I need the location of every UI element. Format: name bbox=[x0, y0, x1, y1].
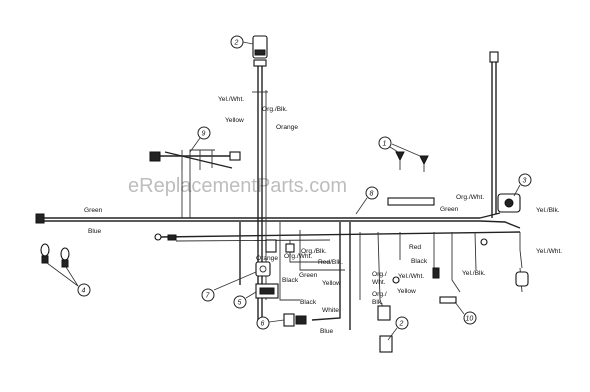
wire-label: Org./Blk. bbox=[301, 248, 327, 255]
bolts bbox=[395, 151, 429, 172]
callout-2-top: 2 bbox=[230, 35, 254, 49]
callout-number: 5 bbox=[238, 300, 242, 307]
center-connector bbox=[265, 239, 295, 253]
wire-labels: Yel./Wht. Org./Blk. Yellow Orange Green … bbox=[84, 96, 562, 335]
wire-label: Orange bbox=[276, 124, 298, 131]
bulbs bbox=[40, 243, 70, 268]
plug-left bbox=[154, 233, 177, 241]
left-end-connector bbox=[35, 213, 45, 224]
wire-label: Black bbox=[282, 277, 299, 284]
callout-10: 10 bbox=[454, 301, 477, 325]
wire-label: Orange bbox=[256, 255, 278, 262]
callout-number: 3 bbox=[523, 178, 527, 185]
wire-label: Green bbox=[84, 207, 103, 214]
callout-5: 5 bbox=[233, 291, 257, 309]
callout-number: 9 bbox=[202, 131, 206, 138]
wire-label: Yel./Wht. bbox=[218, 96, 244, 103]
watermark: eReplacementParts.com bbox=[128, 175, 347, 197]
callout-3: 3 bbox=[513, 173, 532, 197]
wire-label: Yellow bbox=[397, 288, 416, 295]
wire-label: Blk. bbox=[372, 299, 383, 306]
switch-harness bbox=[149, 150, 241, 170]
wire-label: Red/Blk. bbox=[318, 259, 343, 266]
rod bbox=[489, 51, 499, 63]
wire-label: Black bbox=[300, 299, 317, 306]
wire-label: Green bbox=[299, 272, 318, 279]
callout-4: 4 bbox=[46, 262, 91, 297]
ignition-switch bbox=[255, 261, 271, 277]
module bbox=[255, 283, 279, 299]
callout-number: 4 bbox=[82, 288, 86, 295]
wire-label: Red bbox=[409, 244, 421, 251]
wire-label: Org./Blk. bbox=[262, 106, 288, 113]
callout-number: 1 bbox=[383, 141, 387, 148]
wire-label: White bbox=[322, 307, 339, 314]
wire-label: Wht. bbox=[372, 279, 386, 286]
callout-number: 6 bbox=[261, 321, 265, 328]
wire-label: Org./ bbox=[372, 271, 387, 278]
callout-number: 10 bbox=[466, 316, 474, 323]
callout-number: 2 bbox=[399, 321, 404, 328]
solenoid bbox=[497, 193, 521, 213]
callout-number: 2 bbox=[234, 40, 239, 47]
callout-7: 7 bbox=[201, 271, 257, 302]
callout-1: 1 bbox=[378, 136, 421, 157]
plug-lower bbox=[283, 313, 307, 327]
wire-label: Org./Wht. bbox=[456, 194, 484, 201]
wire-label: Org./ bbox=[372, 291, 387, 298]
wire-label: Blue bbox=[88, 228, 102, 235]
callout-number: 7 bbox=[206, 293, 211, 300]
lower-right-parts bbox=[377, 238, 529, 353]
wire-label: Yellow bbox=[322, 280, 341, 287]
callout-9: 9 bbox=[189, 126, 211, 153]
callout-2-bottom: 2 bbox=[387, 316, 409, 341]
wire-label: Yel./Blk. bbox=[536, 207, 560, 214]
wire-label: Yel./Wht. bbox=[536, 248, 562, 255]
ground-strap bbox=[387, 197, 435, 206]
callout-number: 8 bbox=[370, 191, 374, 198]
callout-8: 8 bbox=[355, 186, 379, 215]
wire-label: Org./Wht. bbox=[284, 253, 312, 260]
wire-label: Yel./Blk. bbox=[462, 270, 486, 277]
wire-label: Blue bbox=[320, 328, 334, 335]
callout-6: 6 bbox=[256, 316, 285, 330]
wire-label: Black bbox=[411, 258, 428, 265]
top-connector bbox=[252, 35, 268, 93]
wire-label: Yellow bbox=[225, 117, 244, 124]
wire-label: Green bbox=[440, 206, 459, 213]
wire-label: Yel./Wht. bbox=[398, 273, 424, 280]
